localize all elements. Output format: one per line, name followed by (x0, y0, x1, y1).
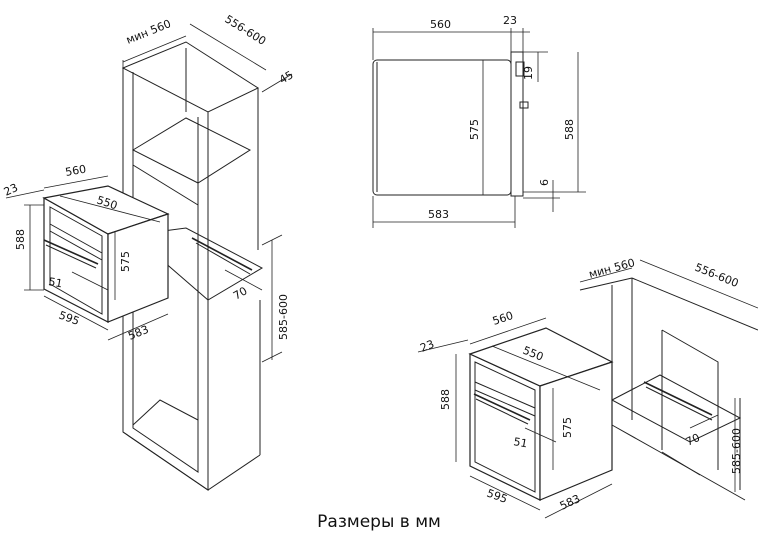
label-583-right: 583 (558, 492, 583, 513)
column-dimensions: мин 560 556-600 45 70 585-600 (122, 13, 296, 363)
label-51-right: 51 (512, 435, 528, 450)
oven-left-dimensions: 560 550 23 588 575 51 595 583 (2, 163, 169, 343)
label-588-left: 588 (14, 229, 27, 250)
label-70-right: 70 (684, 431, 702, 449)
label-23-left: 23 (2, 181, 20, 199)
label-min560-top: мин 560 (124, 17, 173, 47)
label-23-side: 23 (503, 14, 517, 27)
label-575-right: 575 (561, 417, 574, 438)
label-560-side: 560 (430, 18, 451, 31)
oven-right-dimensions: 560 550 23 588 575 51 595 583 (417, 309, 613, 519)
label-583-side: 583 (428, 208, 449, 221)
label-585-600-left: 585-600 (277, 294, 290, 340)
label-70-left: 70 (231, 284, 250, 302)
side-view-dimensions: 560 23 19 575 588 6 583 (372, 14, 586, 228)
label-585-600-right: 585-600 (730, 428, 743, 474)
label-23-right: 23 (418, 337, 436, 354)
label-6: 6 (538, 179, 551, 186)
oven-left (42, 185, 170, 323)
label-583-left: 583 (126, 323, 150, 343)
label-588-right: 588 (439, 389, 452, 410)
label-560-left: 560 (64, 163, 87, 179)
label-556-600-right: 556-600 (693, 261, 740, 290)
label-560-right: 560 (491, 309, 515, 328)
caption: Размеры в мм (317, 512, 441, 532)
oven-side-view (372, 51, 529, 197)
label-595-left: 595 (57, 309, 81, 328)
label-19: 19 (522, 66, 535, 80)
label-550-left: 550 (95, 193, 119, 212)
label-51-left: 51 (47, 275, 63, 290)
label-min560-right: мин 560 (587, 256, 636, 281)
label-45: 45 (277, 68, 296, 86)
label-588-side: 588 (563, 119, 576, 140)
label-595-right: 595 (485, 487, 509, 506)
label-575-side: 575 (468, 119, 481, 140)
oven-right (468, 327, 614, 501)
label-556-600-top: 556-600 (222, 13, 268, 48)
label-575-left: 575 (119, 251, 132, 272)
undercounter-cabinet (579, 277, 758, 501)
